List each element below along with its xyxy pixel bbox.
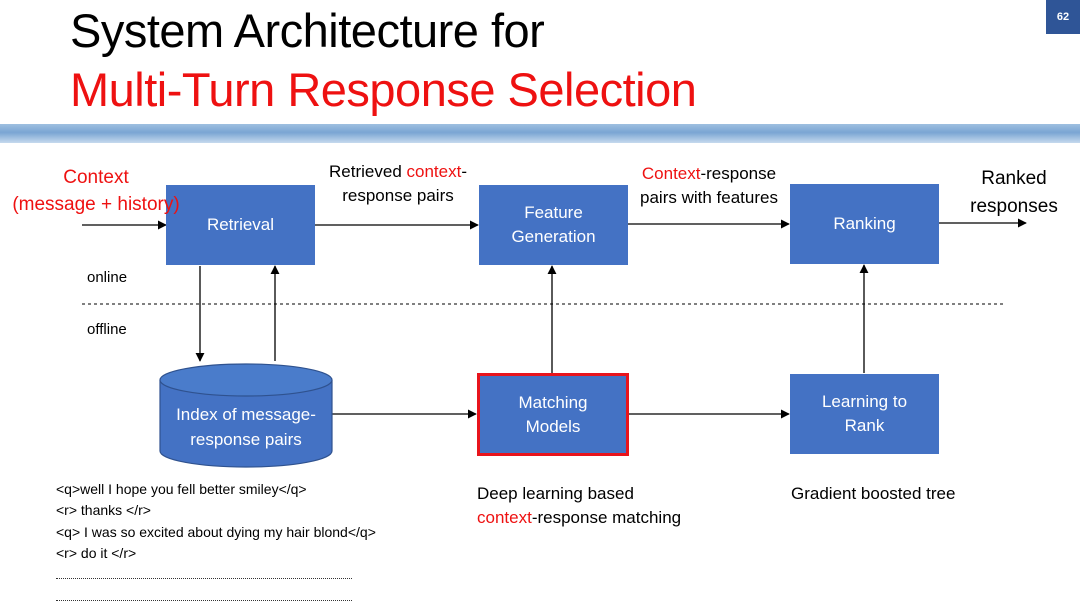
example-ellipsis-line [56, 600, 352, 601]
feature-box-label-line1: Feature [524, 203, 583, 222]
feature-generation-box: Feature Generation [479, 185, 628, 265]
index-label-line2: response pairs [190, 430, 302, 449]
context-response-features-label: Context-response pairs with features [628, 162, 790, 210]
header-divider-band [0, 124, 1080, 143]
matching-box-label-line2: Models [525, 416, 581, 436]
cr-label-line2: pairs with features [640, 188, 778, 207]
retrieved-label-red: context [406, 162, 462, 181]
cr-label-red: Context [641, 164, 701, 183]
index-label-line1: Index of message- [176, 405, 316, 424]
retrieved-label-prefix: Retrieved [329, 162, 407, 181]
ranking-box: Ranking [790, 184, 939, 264]
context-label-title: Context [63, 167, 129, 188]
retrieved-pairs-label: Retrieved context- response pairs [318, 160, 478, 208]
ranked-label-line1: Ranked [981, 168, 1047, 189]
example-line: <q> I was so excited about dying my hair… [56, 524, 376, 540]
deep-learning-caption: Deep learning based context-response mat… [477, 482, 681, 530]
retrieval-box: Retrieval [166, 185, 315, 265]
example-line: <r> thanks </r> [56, 502, 151, 518]
retrieved-label-dash: - [461, 162, 467, 181]
slide-title-line1: System Architecture for [70, 4, 545, 57]
matching-box-label-line1: Matching [518, 392, 588, 412]
deep-caption-red: context [477, 508, 532, 527]
learning-box-label-line2: Rank [844, 416, 885, 435]
example-ellipsis-line [56, 578, 352, 579]
slide-title-line2: Multi-Turn Response Selection [70, 63, 697, 116]
index-cylinder-shape [159, 363, 333, 468]
ranking-box-label: Ranking [833, 214, 896, 233]
learning-to-rank-box: Learning to Rank [790, 374, 939, 454]
cr-label-rest: -response [700, 164, 777, 183]
ranked-label-line2: responses [970, 196, 1058, 217]
ranked-responses-label: Ranked responses [958, 165, 1070, 221]
index-cylinder-label: Index of message- response pairs [160, 398, 332, 456]
feature-box-label-line2: Generation [511, 227, 596, 246]
learning-box-label-line1: Learning to [821, 392, 908, 411]
gradient-boosted-caption: Gradient boosted tree [791, 484, 956, 503]
retrieved-label-line2: response pairs [342, 186, 454, 205]
offline-label: offline [87, 321, 127, 338]
deep-caption-line1: Deep learning based [477, 484, 634, 503]
context-label-sub: (message + history) [12, 194, 180, 215]
deep-caption-rest: -response matching [531, 508, 682, 527]
matching-models-box: Matching Models [477, 373, 629, 456]
retrieval-box-label: Retrieval [206, 215, 275, 234]
page-number-badge: 62 [1046, 0, 1080, 34]
example-line: <r> do it </r> [56, 545, 137, 561]
online-label: online [87, 269, 128, 286]
example-line: <q>well I hope you fell better smiley</q… [56, 481, 307, 497]
context-label: Context (message + history) [0, 164, 192, 218]
